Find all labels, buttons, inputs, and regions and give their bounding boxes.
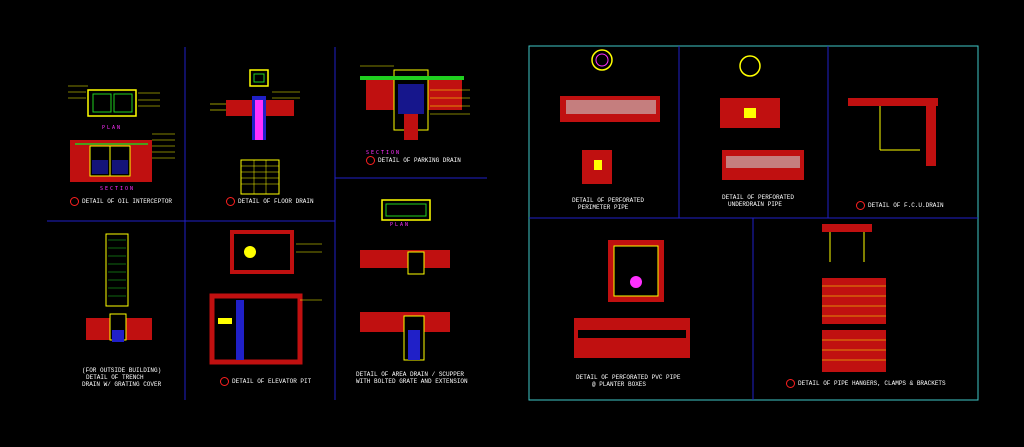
oil-interceptor-detail [68, 85, 175, 182]
trench-title-line3: DRAIN W/ GRATING COVER [82, 381, 162, 388]
planter-title-line2: @ PLANTER BOXES [592, 381, 647, 388]
perimeter-title-line2: PERIMETER PIPE [578, 204, 629, 211]
oil-detail-number [70, 197, 79, 206]
fcu-drain-detail [848, 98, 938, 166]
floor-drain-title: DETAIL OF FLOOR DRAIN [238, 198, 314, 205]
area-drain-title-line2: WITH BOLTED GRATE AND EXTENSION [356, 378, 468, 385]
oil-plan-label: PLAN [102, 125, 123, 131]
left-sheet-frame [47, 47, 487, 400]
trench-drain-detail [86, 233, 152, 342]
parking-drain-title: DETAIL OF PARKING DRAIN [378, 157, 461, 164]
fcu-detail-number [856, 201, 865, 210]
floor-drain-detail [210, 69, 300, 195]
oil-interceptor-title: DETAIL OF OIL INTERCEPTOR [82, 198, 173, 205]
pipe-hangers-detail [822, 224, 886, 372]
fcu-drain-title: DETAIL OF F.C.U.DRAIN [868, 202, 944, 209]
elevator-pit-detail [209, 230, 322, 365]
hangers-detail-number [786, 379, 795, 388]
underdrain-title-line1: DETAIL OF PERFORATED [722, 194, 795, 201]
area-drain-title-line1: DETAIL OF AREA DRAIN / SCUPPER [356, 371, 465, 378]
parking-section-label: SECTION [366, 150, 402, 156]
trench-title-line2: DETAIL OF TRENCH [86, 374, 144, 381]
parking-drain-detail [360, 65, 470, 140]
planter-title-line1: DETAIL OF PERFORATED PVC PIPE [576, 374, 681, 381]
planter-box-pipe-detail [574, 240, 690, 358]
oil-section-label: SECTION [100, 186, 136, 192]
trench-title-line1: (FOR OUTSIDE BUILDING) [82, 367, 162, 374]
perforated-underdrain-pipe-detail [720, 55, 804, 180]
perimeter-title-line1: DETAIL OF PERFORATED [572, 197, 645, 204]
area-plan-label: PLAN [390, 222, 411, 228]
floor-detail-number [226, 197, 235, 206]
parking-detail-number [366, 156, 375, 165]
elevator-detail-number [220, 377, 229, 386]
underdrain-title-line2: UNDERDRAIN PIPE [728, 201, 783, 208]
elevator-pit-title: DETAIL OF ELEVATOR PIT [232, 378, 312, 385]
right-sheet-frame [528, 45, 979, 401]
pipe-hangers-title: DETAIL OF PIPE HANGERS, CLAMPS & BRACKET… [798, 380, 946, 387]
perforated-perimeter-pipe-detail [560, 49, 660, 184]
area-drain-detail [360, 199, 450, 361]
